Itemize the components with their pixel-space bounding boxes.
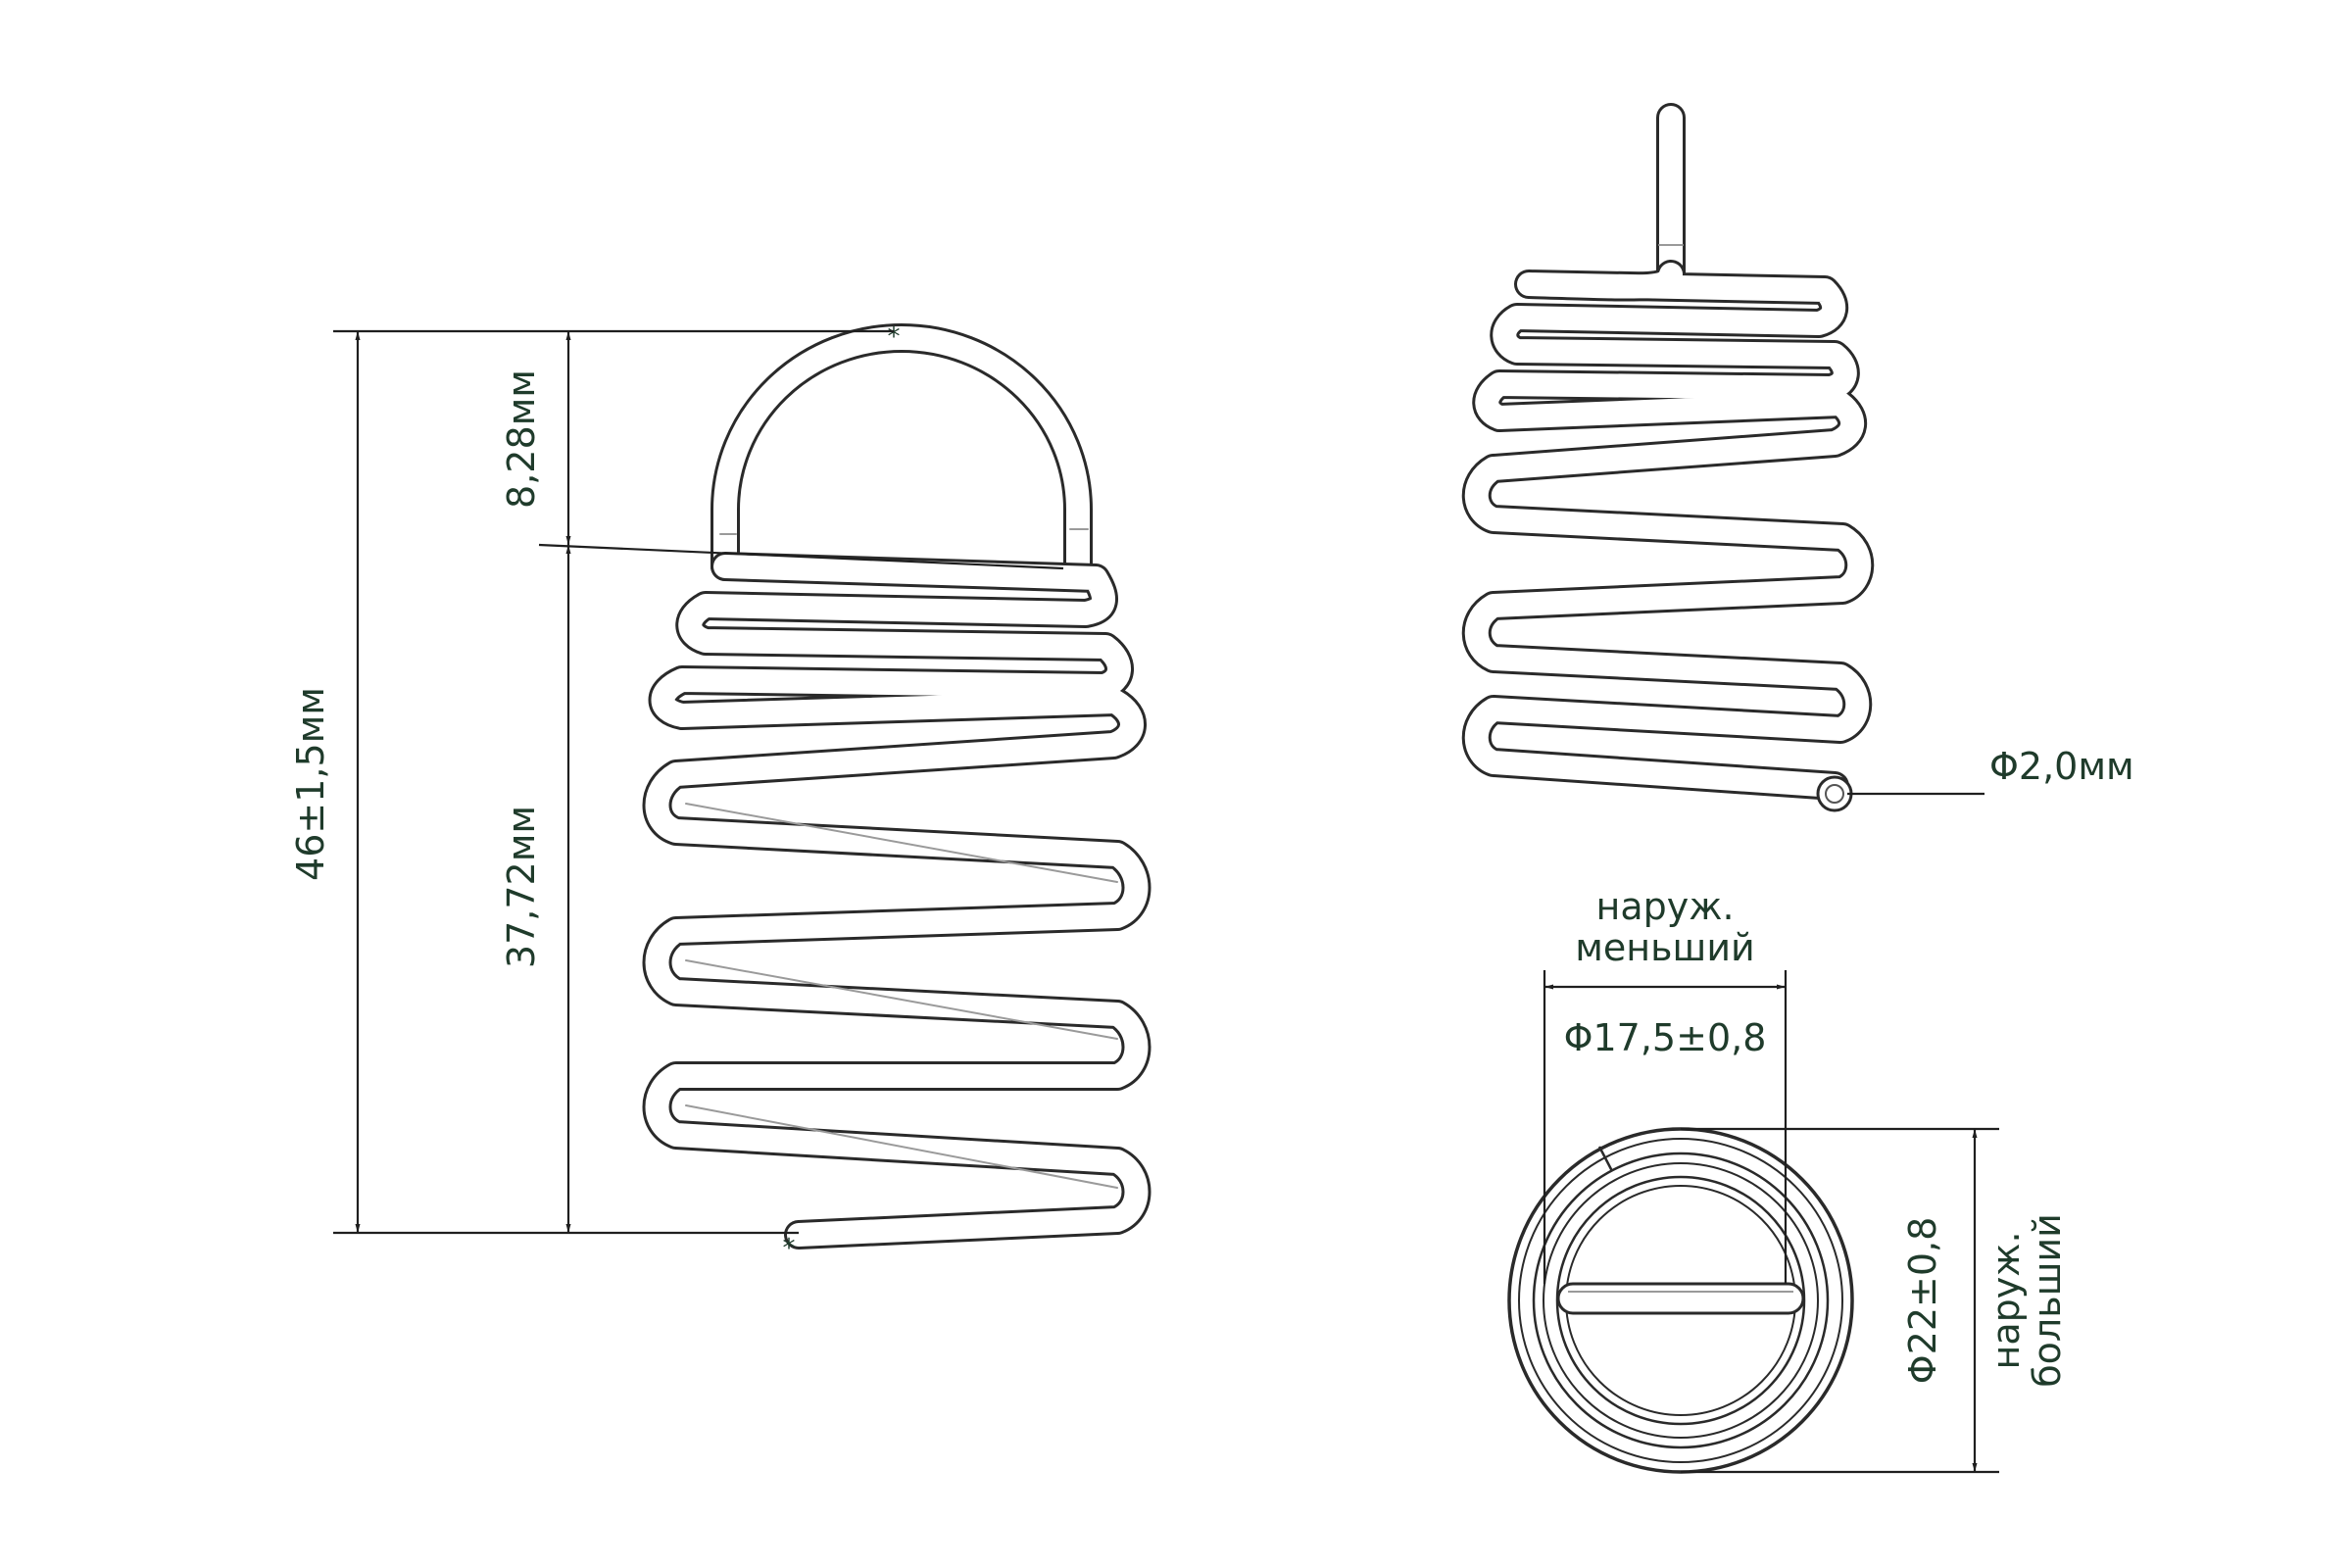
spring-coils	[642, 552, 1152, 1250]
top-point-marker: *	[888, 322, 901, 352]
large-od-value: Φ22±0,8	[1901, 1217, 1944, 1385]
small-od-line1: наруж.	[1595, 885, 1734, 928]
front-view-dimensions: 46±1,5мм 8,28мм 37,72мм	[289, 329, 1064, 1235]
top-view-cross-bar	[1556, 1282, 1805, 1315]
top-view-spring	[1507, 1127, 1854, 1474]
bottom-point-marker: *	[783, 1234, 796, 1263]
top-view-dimensions: наруж. меньший Φ17,5±0,8 Φ22±0,8 наруж. …	[1543, 885, 2069, 1474]
coil-height-label: 37,72мм	[500, 806, 543, 968]
large-od-line2: больший	[2026, 1213, 2069, 1388]
large-od-line1: наруж.	[1984, 1231, 2028, 1369]
wire-diameter-dimension: Φ2,0мм	[1847, 745, 2134, 796]
wire-section-circle	[1816, 775, 1853, 812]
loop-height-label: 8,28мм	[500, 369, 543, 509]
small-od-line2: меньший	[1575, 926, 1754, 969]
front-view-spring: * *	[642, 322, 1152, 1263]
overall-height-label: 46±1,5мм	[289, 687, 332, 881]
small-od-value: Φ17,5±0,8	[1564, 1016, 1767, 1059]
side-view-spring	[1461, 103, 1875, 812]
hook-loop	[710, 323, 1093, 581]
wire-diameter-label: Φ2,0мм	[1989, 745, 2134, 788]
